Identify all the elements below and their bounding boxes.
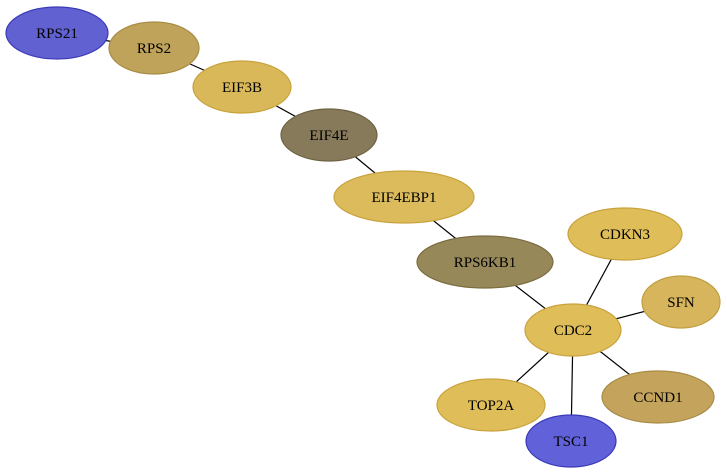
node-shape[interactable]: [280, 108, 378, 162]
node-top2a[interactable]: TOP2A: [436, 378, 546, 432]
node-shape[interactable]: [601, 370, 715, 424]
node-eif4ebp1[interactable]: EIF4EBP1: [333, 170, 475, 224]
node-label: TSC1: [553, 434, 588, 450]
node-eif3b[interactable]: EIF3B: [192, 60, 292, 114]
node-cdkn3[interactable]: CDKN3: [567, 207, 683, 261]
node-shape[interactable]: [436, 378, 546, 432]
node-label: RPS2: [137, 41, 171, 57]
node-label: EIF4E: [309, 128, 348, 144]
node-label: SFN: [667, 295, 695, 311]
node-label: EIF4EBP1: [371, 190, 436, 206]
node-shape[interactable]: [525, 414, 617, 468]
node-cdc2[interactable]: CDC2: [524, 303, 622, 357]
node-shape[interactable]: [416, 235, 554, 289]
node-shape[interactable]: [524, 303, 622, 357]
node-shape[interactable]: [333, 170, 475, 224]
node-sfn[interactable]: SFN: [641, 275, 721, 329]
node-label: TOP2A: [468, 398, 515, 414]
node-rps6kb1[interactable]: RPS6KB1: [416, 235, 554, 289]
node-shape[interactable]: [641, 275, 721, 329]
node-eif4e[interactable]: EIF4E: [280, 108, 378, 162]
node-rps2[interactable]: RPS2: [108, 21, 200, 75]
node-rps21[interactable]: RPS21: [5, 6, 109, 60]
node-label: CDKN3: [600, 227, 650, 243]
node-label: CCND1: [633, 390, 682, 406]
node-label: RPS6KB1: [454, 255, 517, 271]
node-tsc1[interactable]: TSC1: [525, 414, 617, 468]
node-shape[interactable]: [5, 6, 109, 60]
node-label: CDC2: [554, 323, 592, 339]
node-label: EIF3B: [222, 80, 262, 96]
node-ccnd1[interactable]: CCND1: [601, 370, 715, 424]
node-label: RPS21: [36, 26, 78, 42]
node-shape[interactable]: [567, 207, 683, 261]
node-shape[interactable]: [108, 21, 200, 75]
node-shape[interactable]: [192, 60, 292, 114]
